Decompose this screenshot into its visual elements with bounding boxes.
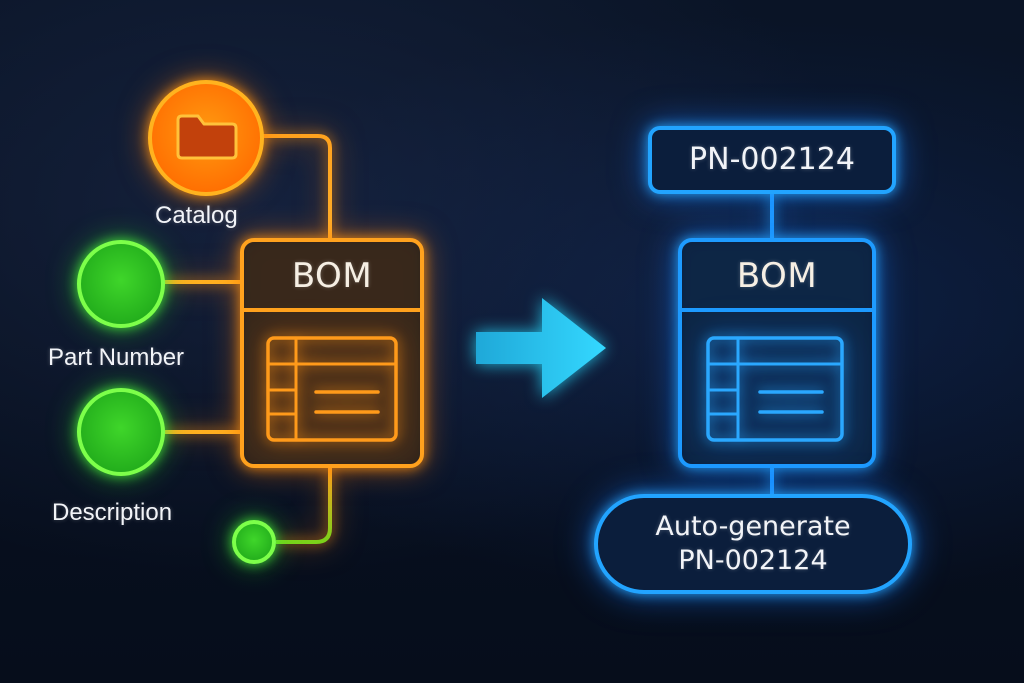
catalog-label: Catalog [155, 202, 238, 229]
right-bom-box [678, 238, 876, 468]
lower-connector [276, 468, 332, 544]
folder-icon [176, 114, 238, 160]
pn-box-label: PN-002124 [689, 142, 855, 177]
description-label: Description [52, 499, 173, 526]
left-bom-box [240, 238, 424, 468]
auto-generate-line2: PN-002124 [678, 545, 828, 576]
left-table-icon [266, 336, 398, 442]
auto-generate-label: Auto-generate PN-002124 [596, 510, 910, 578]
catalog-connector [262, 134, 332, 240]
auto-generate-pill [594, 494, 912, 594]
arrow-icon [476, 298, 606, 398]
right-table-icon [706, 336, 844, 442]
pn-box-shape [648, 126, 896, 194]
part-number-node [77, 240, 165, 328]
part-number-label: Part Number [48, 344, 185, 371]
description-node [77, 388, 165, 476]
left-connectors [162, 134, 332, 544]
left-bom-title: BOM [291, 256, 373, 296]
right-bom-title: BOM [736, 256, 818, 296]
small-green-node [232, 520, 276, 564]
auto-generate-line1: Auto-generate [655, 511, 851, 542]
